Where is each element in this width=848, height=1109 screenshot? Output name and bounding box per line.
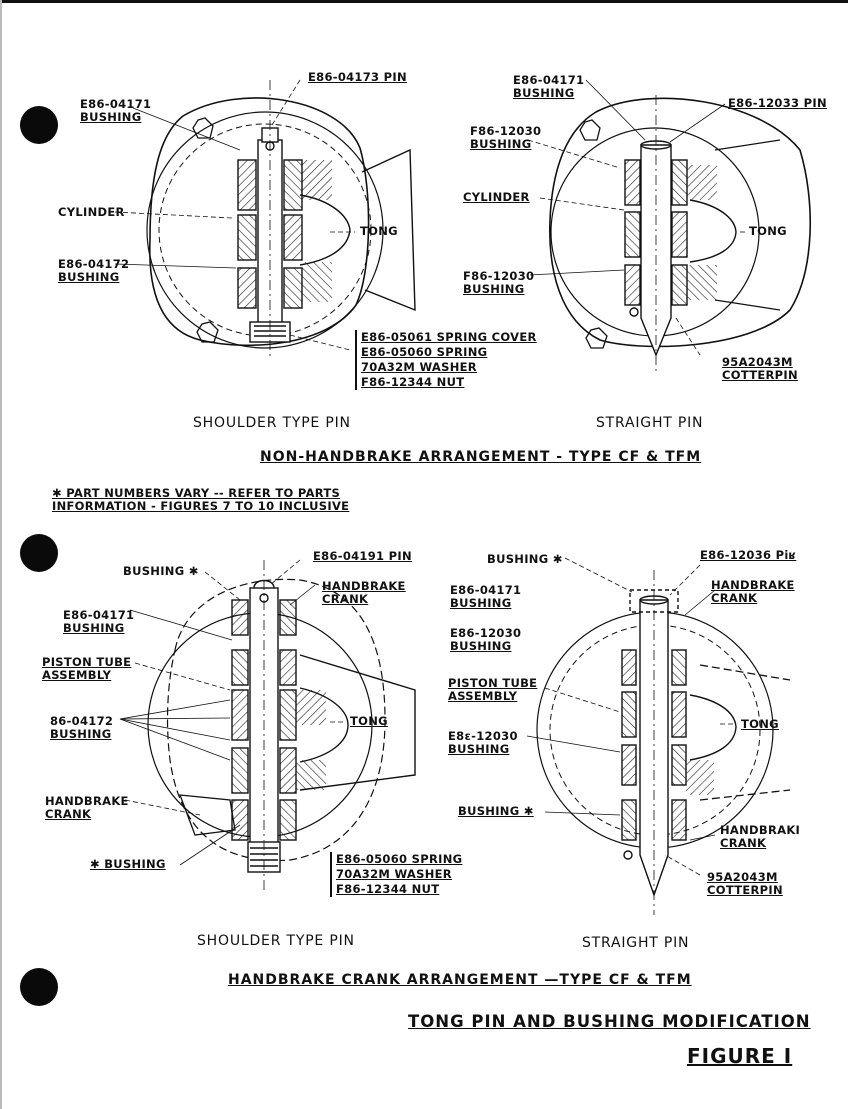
bl-bushing-star: BUSHING ✱ bbox=[123, 564, 199, 578]
br-cotterpin-name: COTTERPIN bbox=[707, 883, 783, 897]
tl-part-3: 70A32M WASHER bbox=[361, 360, 477, 374]
br-pin-label: E86-12036 Piʁ bbox=[700, 548, 797, 562]
tr-bushing-3-number: F86-12030 bbox=[463, 269, 535, 283]
tl-part-1: E86-05061 SPRING COVER bbox=[361, 330, 537, 344]
bl-caption: SHOULDER TYPE PIN bbox=[197, 933, 355, 949]
tr-bushing-2-number: F86-12030 bbox=[470, 124, 542, 138]
punch-hole-3 bbox=[20, 968, 58, 1006]
parts-note: ✱ PART NUMBERS VARY -- REFER TO PARTS IN… bbox=[52, 487, 349, 513]
br-bushing-1-name: BUSHING bbox=[450, 596, 512, 610]
br-bushing-2-number: E86-12030 bbox=[450, 626, 522, 640]
bl-handbrake-crank-top: HANDBRAKE CRANK bbox=[322, 580, 406, 606]
tl-bushing-mid: E86-04172 BUSHING bbox=[58, 258, 129, 284]
tr-bushing-3-name: BUSHING bbox=[463, 282, 525, 296]
br-bushing-2-name: BUSHING bbox=[450, 639, 512, 653]
parts-note-line-1: ✱ PART NUMBERS VARY -- REFER TO PARTS bbox=[52, 486, 341, 500]
tl-bushing-mid-name: BUSHING bbox=[58, 270, 120, 284]
br-bushing-1: E86-04171 BUSHING bbox=[450, 584, 521, 610]
tr-bushing-top-number: E86-04171 bbox=[513, 73, 585, 87]
tr-cylinder-label: CYLINDER bbox=[463, 190, 530, 204]
tr-bushing-3: F86-12030 BUSHING bbox=[463, 270, 534, 296]
tl-pin-label: E86-04173 PIN bbox=[308, 70, 407, 84]
tr-caption: STRAIGHT PIN bbox=[596, 415, 704, 431]
br-bushing-star-low: BUSHING ✱ bbox=[458, 804, 534, 818]
bottom-section-title: HANDBRAKE CRANK ARRANGEMENT —TYPE CF & T… bbox=[228, 972, 692, 988]
tl-bushing-top: E86-04171 BUSHING bbox=[80, 98, 151, 124]
br-handbrake-crank-1: HANDBRAKI bbox=[720, 823, 801, 837]
tr-pin-label: E86-12033 PIN bbox=[728, 96, 827, 110]
tl-bushing-mid-number: E86-04172 bbox=[58, 257, 130, 271]
bl-handbrake-crank-1: HANDBRAKE bbox=[45, 794, 129, 808]
br-piston: PISTON TUBE ASSEMBLY bbox=[448, 677, 537, 703]
bl-star-bushing: ✱ BUSHING bbox=[90, 857, 166, 871]
bl-handbrake-crank-2: CRANK bbox=[45, 807, 92, 821]
br-bushing-3-number: E8ε-12030 bbox=[448, 729, 518, 743]
figure-label: FIGURE I bbox=[687, 1044, 793, 1068]
br-caption: STRAIGHT PIN bbox=[582, 935, 690, 951]
br-handbrake-crank-2: CRANK bbox=[720, 836, 767, 850]
tr-cotterpin-name: COTTERPIN bbox=[722, 368, 798, 382]
bl-part-3: F86-12344 NUT bbox=[336, 882, 440, 896]
tr-bushing-top-name: BUSHING bbox=[513, 86, 575, 100]
bl-piston-1: PISTON TUBE bbox=[42, 655, 132, 669]
top-section-title: NON-HANDBRAKE ARRANGEMENT - TYPE CF & TF… bbox=[260, 449, 702, 465]
br-piston-1: PISTON TUBE bbox=[448, 676, 538, 690]
br-piston-2: ASSEMBLY bbox=[448, 689, 518, 703]
tl-bushing-top-name: BUSHING bbox=[80, 110, 142, 124]
tr-bushing-2-name: BUSHING bbox=[470, 137, 532, 151]
br-handbrake-crank-top: HANDBRAKE CRANK bbox=[711, 579, 795, 605]
br-bushing-1-number: E86-04171 bbox=[450, 583, 522, 597]
bl-bushing-mid-name: BUSHING bbox=[50, 727, 112, 741]
bl-pin-label: E86-04191 PIN bbox=[313, 549, 412, 563]
parts-note-line-2: INFORMATION - FIGURES 7 TO 10 INCLUSIVE bbox=[52, 499, 350, 513]
tr-cotterpin: 95A2043M COTTERPIN bbox=[722, 356, 798, 382]
top-left-assembly bbox=[114, 79, 416, 360]
bl-part-1: E86-05060 SPRING bbox=[336, 852, 463, 866]
bl-bushing-mid: 86-04172 BUSHING bbox=[50, 715, 113, 741]
tl-parts-group: E86-05061 SPRING COVER E86-05060 SPRING … bbox=[355, 330, 537, 390]
tr-tong-label: TONG bbox=[749, 224, 787, 238]
tl-part-2: E86-05060 SPRING bbox=[361, 345, 488, 359]
tl-cylinder-label: CYLINDER bbox=[58, 205, 125, 219]
bl-bushing-top: E86-04171 BUSHING bbox=[63, 609, 134, 635]
bl-part-2: 70A32M WASHER bbox=[336, 867, 452, 881]
scan-edge-left bbox=[0, 0, 2, 1109]
bl-piston: PISTON TUBE ASSEMBLY bbox=[42, 656, 131, 682]
bl-piston-2: ASSEMBLY bbox=[42, 668, 112, 682]
tl-tong-label: TONG bbox=[360, 224, 398, 238]
br-cotterpin: 95A2043M COTTERPIN bbox=[707, 871, 783, 897]
tl-caption: SHOULDER TYPE PIN bbox=[193, 415, 351, 431]
bl-handbrake-crank-top-2: CRANK bbox=[322, 592, 369, 606]
punch-hole-2 bbox=[20, 534, 58, 572]
tr-cotterpin-number: 95A2043M bbox=[722, 355, 793, 369]
bottom-left-assembly bbox=[119, 559, 416, 890]
br-bushing-3-name: BUSHING bbox=[448, 742, 510, 756]
scan-edge-top bbox=[0, 0, 848, 3]
bl-bushing-top-name: BUSHING bbox=[63, 621, 125, 635]
br-handbrake-crank: HANDBRAKI CRANK bbox=[720, 824, 800, 850]
tr-bushing-2: F86-12030 BUSHING bbox=[470, 125, 541, 151]
bl-parts-group: E86-05060 SPRING 70A32M WASHER F86-12344… bbox=[330, 852, 462, 897]
bl-tong-label: TONG bbox=[350, 714, 388, 728]
tl-part-4: F86-12344 NUT bbox=[361, 375, 465, 389]
br-bushing-3: E8ε-12030 BUSHING bbox=[448, 730, 518, 756]
bl-bushing-mid-number: 86-04172 bbox=[50, 714, 114, 728]
br-tong-label: TONG bbox=[741, 717, 779, 731]
tl-bushing-top-number: E86-04171 bbox=[80, 97, 152, 111]
br-bushing-star: BUSHING ✱ bbox=[487, 552, 563, 566]
br-cotterpin-number: 95A2043M bbox=[707, 870, 778, 884]
bl-handbrake-crank-top-1: HANDBRAKE bbox=[322, 579, 406, 593]
page-title: TONG PIN AND BUSHING MODIFICATION bbox=[408, 1012, 811, 1031]
br-bushing-2: E86-12030 BUSHING bbox=[450, 627, 521, 653]
br-handbrake-crank-top-2: CRANK bbox=[711, 591, 758, 605]
punch-hole-1 bbox=[20, 106, 58, 144]
tr-bushing-top: E86-04171 BUSHING bbox=[513, 74, 584, 100]
br-handbrake-crank-top-1: HANDBRAKE bbox=[711, 578, 795, 592]
bottom-right-assembly bbox=[526, 557, 791, 915]
bl-handbrake-crank: HANDBRAKE CRANK bbox=[45, 795, 129, 821]
bl-bushing-top-number: E86-04171 bbox=[63, 608, 135, 622]
top-right-assembly bbox=[527, 79, 812, 375]
